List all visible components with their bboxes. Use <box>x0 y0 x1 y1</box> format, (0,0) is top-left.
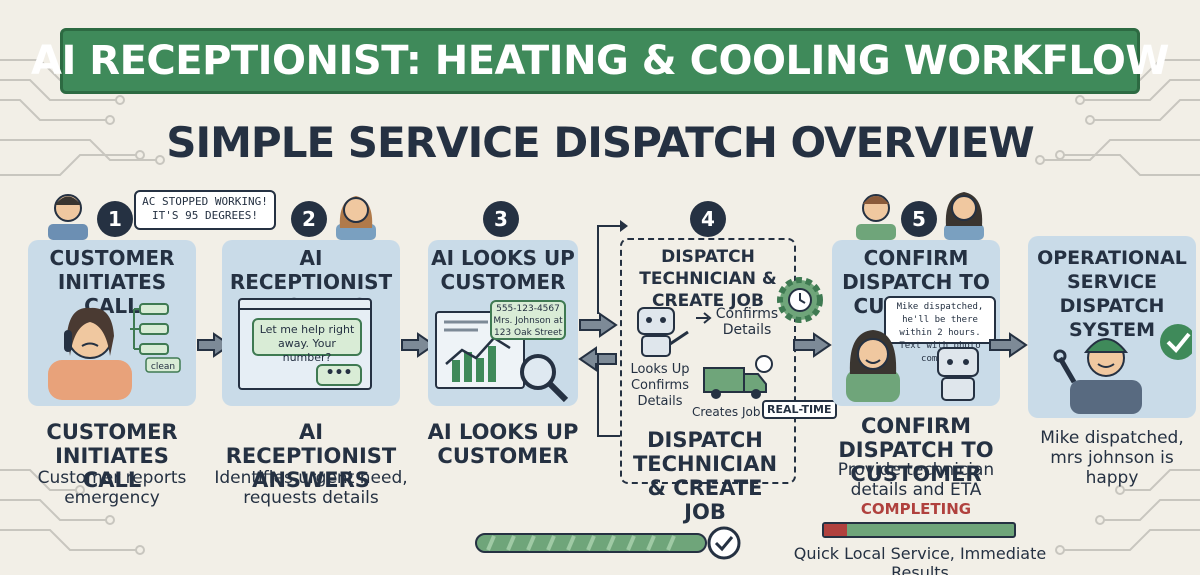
arrow-5-to-6 <box>989 332 1028 358</box>
step-3-card: AI LOOKS UP CUSTOMER 555-123-4567 Mrs. J… <box>428 240 578 406</box>
step-5-status: COMPLETING <box>860 500 972 518</box>
receptionist-avatar <box>336 196 376 240</box>
step-1-card: CUSTOMER INITIATES CALL clean <box>28 240 196 406</box>
arrow-2-to-3 <box>401 332 436 358</box>
customer-avatar <box>48 194 88 240</box>
step-3-lookup-bubble: 555-123-4567 Mrs. Johnson at 123 Oak Str… <box>490 300 566 340</box>
step-4-title: DISPATCH TECHNICIAN & CREATE JOB <box>632 428 778 524</box>
step-2-card: AI RECEPTIONIST ANSWERS Let me help righ… <box>222 240 400 406</box>
step-1-card-title: CUSTOMER INITIATES CALL <box>49 246 175 318</box>
step-2-description: Identifies urgent need, requests details <box>214 468 408 508</box>
step-1-speech-bubble: AC STOPPED WORKING! IT'S 95 DEGREES! <box>134 190 276 230</box>
step-2-number: 2 <box>291 201 327 237</box>
step-2-title: AI RECEPTIONIST ANSWERS <box>225 420 397 492</box>
step-1-description: Customer reports emergency <box>37 468 187 508</box>
loop-connector <box>597 220 628 442</box>
operational-card: OPERATIONAL SERVICE DISPATCH SYSTEM <box>1028 236 1196 418</box>
operational-card-title: OPERATIONAL SERVICE DISPATCH SYSTEM <box>1037 247 1187 341</box>
typing-indicator: ••• <box>316 364 362 386</box>
step-4-creates-job-label: Creates Job <box>692 405 761 419</box>
step-4-confirms-label: Confirms Details <box>715 306 779 338</box>
step-5-description: Provide technician details and ETA <box>837 460 995 500</box>
step-5-card: CONFIRM DISPATCH TO CUSTOMER Mike dispat… <box>832 240 1000 406</box>
page-subtitle: SIMPLE SERVICE DISPATCH OVERVIEW <box>166 118 1035 167</box>
customer-happy-avatar <box>944 192 984 240</box>
technician-avatar <box>856 194 896 240</box>
arrow-4-to-5 <box>793 332 832 358</box>
gear-icon <box>777 277 823 323</box>
footer-tagline: Quick Local Service, Immediate Results <box>793 544 1047 575</box>
progress-bar-completing <box>822 522 1016 538</box>
step-3-title: AI LOOKS UP CUSTOMER <box>427 420 579 468</box>
confirm-illustration <box>846 330 979 402</box>
progress-bar-complete <box>475 526 741 560</box>
step-4-card-title: DISPATCH TECHNICIAN & CREATE JOB <box>639 247 777 311</box>
step-1-number: 1 <box>97 201 133 237</box>
step-5-title: CONFIRM DISPATCH TO CUSTOMER <box>838 414 994 486</box>
step-4-lookup-label: Looks Up Confirms Details <box>630 362 690 409</box>
step-3-number: 3 <box>483 201 519 237</box>
step-3-card-title: AI LOOKS UP CUSTOMER <box>431 246 575 294</box>
arrow-3-to-4 <box>579 312 618 338</box>
step-5-number: 5 <box>901 201 937 237</box>
step-1-title: CUSTOMER INITIATES CALL <box>46 420 178 492</box>
worried-caller-icon: clean <box>48 303 181 400</box>
arrow-small-icon <box>696 312 712 324</box>
page-title-banner: AI RECEPTIONIST: HEATING & COOLING WORKF… <box>31 28 1170 94</box>
step-2-reply-bubble: Let me help right away. Your number? <box>252 318 362 364</box>
robot-icon <box>637 307 689 357</box>
delivery-truck-icon <box>703 355 773 399</box>
step-1-screen-label: clean <box>151 362 175 372</box>
operational-description: Mike dispatched, mrs johnson is happy <box>1040 428 1184 488</box>
step-4-number: 4 <box>690 201 726 237</box>
technician-mechanic-icon <box>1053 324 1192 414</box>
realtime-badge: REAL-TIME <box>762 400 837 419</box>
